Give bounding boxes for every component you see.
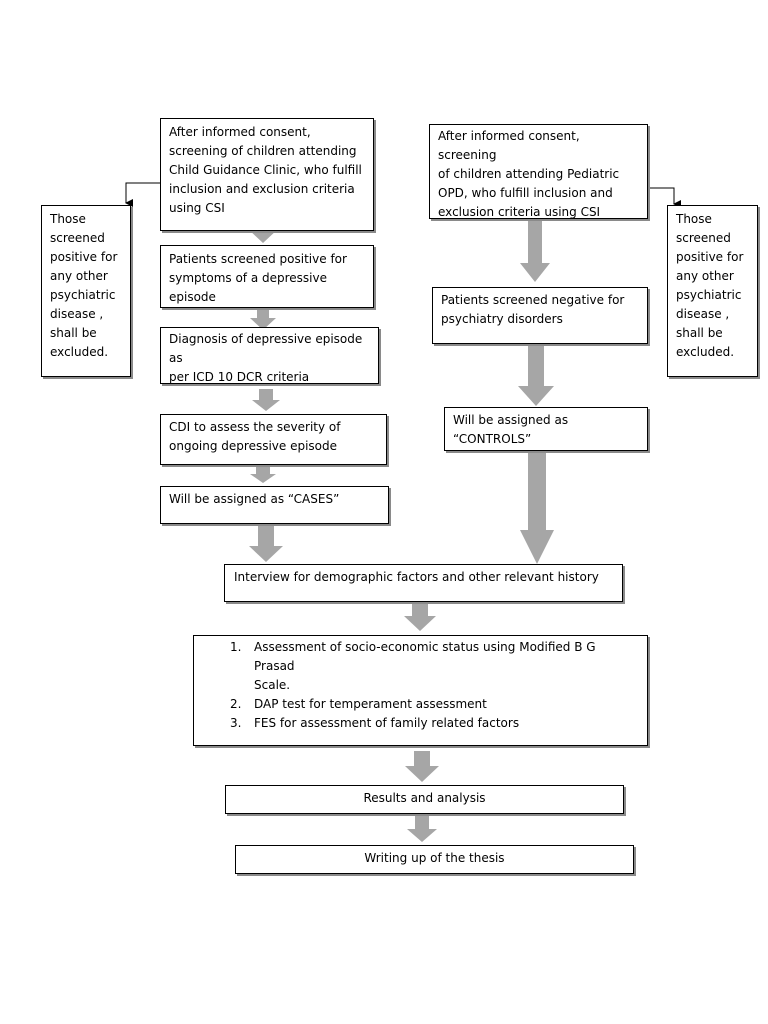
right-exclusion-text: Those screened positive for any other ps… bbox=[676, 212, 744, 359]
list-item: 3. FES for assessment of family related … bbox=[230, 716, 520, 730]
arrow-down-icon bbox=[249, 526, 283, 562]
left-start-box: After informed consent, screening of chi… bbox=[160, 118, 374, 231]
controls-box: Will be assigned as “CONTROLS” bbox=[444, 407, 648, 451]
interview-box: Interview for demographic factors and ot… bbox=[224, 564, 623, 602]
screened-negative-box: Patients screened negative for psychiatr… bbox=[432, 287, 648, 344]
interview-text: Interview for demographic factors and ot… bbox=[234, 570, 599, 584]
results-text: Results and analysis bbox=[363, 791, 486, 805]
right-exclusion-connector bbox=[650, 187, 681, 208]
list-item: 1. Assessment of socio-economic status u… bbox=[230, 640, 596, 692]
results-box: Results and analysis bbox=[225, 785, 624, 814]
list-item: 2. DAP test for temperament assessment bbox=[230, 697, 487, 711]
arrow-down-icon bbox=[518, 345, 554, 406]
arrow-down-icon bbox=[252, 389, 280, 411]
cases-box: Will be assigned as “CASES” bbox=[160, 486, 389, 524]
arrow-down-icon bbox=[405, 751, 439, 782]
right-start-text: After informed consent, screening of chi… bbox=[438, 129, 620, 219]
cases-text: Will be assigned as “CASES” bbox=[169, 492, 340, 506]
arrow-down-icon bbox=[520, 221, 550, 282]
left-exclusion-connector bbox=[125, 182, 160, 207]
screened-negative-text: Patients screened negative for psychiatr… bbox=[441, 293, 625, 326]
screened-positive-text: Patients screened positive for symptoms … bbox=[169, 252, 347, 304]
arrow-down-icon bbox=[520, 444, 554, 564]
arrow-down-icon bbox=[407, 814, 437, 842]
arrow-down-icon bbox=[404, 603, 436, 631]
left-exclusion-text: Those screened positive for any other ps… bbox=[50, 212, 118, 359]
arrow-down-icon bbox=[250, 466, 276, 483]
right-start-box: After informed consent, screening of chi… bbox=[429, 124, 648, 219]
thesis-box: Writing up of the thesis bbox=[235, 845, 634, 874]
assessment-list: 1. Assessment of socio-economic status u… bbox=[202, 638, 639, 733]
cdi-box: CDI to assess the severity of ongoing de… bbox=[160, 414, 387, 465]
thesis-text: Writing up of the thesis bbox=[364, 851, 505, 865]
right-exclusion-note: Those screened positive for any other ps… bbox=[667, 205, 758, 377]
assessment-box: 1. Assessment of socio-economic status u… bbox=[193, 635, 648, 746]
diagnosis-box: Diagnosis of depressive episode as per I… bbox=[160, 327, 379, 384]
left-start-text: After informed consent, screening of chi… bbox=[169, 125, 362, 215]
left-exclusion-note: Those screened positive for any other ps… bbox=[41, 205, 131, 377]
diagnosis-text: Diagnosis of depressive episode as per I… bbox=[169, 332, 363, 384]
screened-positive-box: Patients screened positive for symptoms … bbox=[160, 245, 374, 308]
controls-text: Will be assigned as “CONTROLS” bbox=[453, 413, 569, 446]
cdi-text: CDI to assess the severity of ongoing de… bbox=[169, 420, 341, 453]
arrow-down-icon bbox=[250, 308, 276, 330]
